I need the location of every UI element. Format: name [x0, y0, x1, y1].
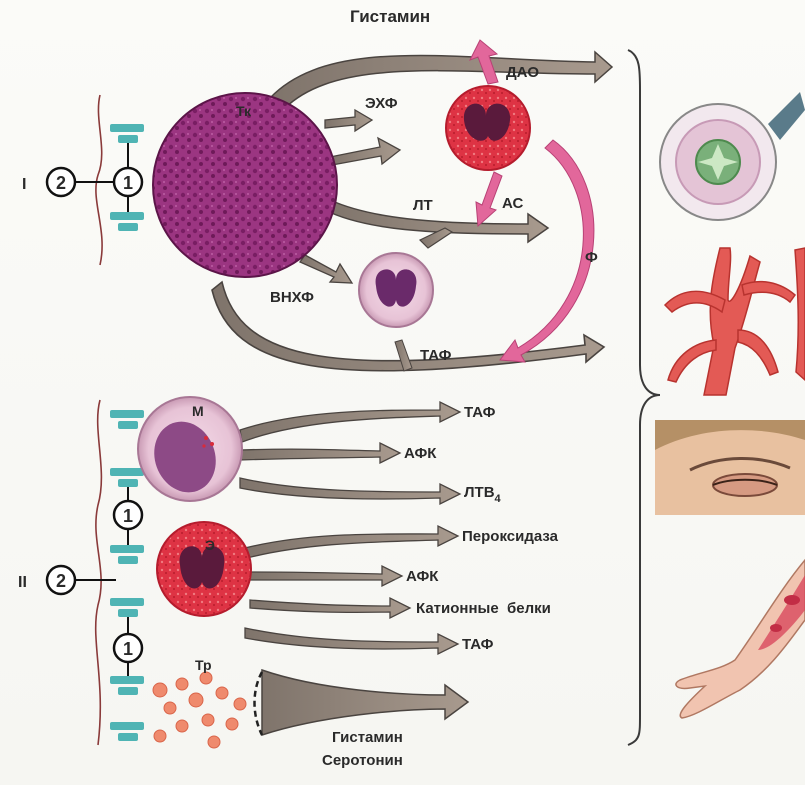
label-e-peroxidase: Пероксидаза [462, 528, 559, 545]
monocyte-m [138, 397, 242, 501]
label-m-taf: ТАФ [464, 404, 496, 421]
group-label-1: I [22, 176, 26, 193]
eosinophil-vnhf [359, 253, 433, 327]
label-e-afk: АФК [406, 568, 439, 585]
neutrophil-top [446, 86, 530, 170]
mast-cell-tk [153, 93, 337, 277]
label-vnhf: ВНХФ [270, 289, 314, 306]
label-lt: ЛТ [413, 197, 433, 214]
label-dao: ДАО [506, 64, 539, 81]
mid-arrow [330, 138, 400, 165]
circle-1-lower: 1 [114, 634, 142, 662]
label-tr: Тр [195, 657, 212, 673]
label-histamine-top: Гистамин [350, 7, 430, 26]
label-serotonin: Серотонин [322, 752, 403, 769]
face-eye-illustration [655, 420, 805, 515]
platelets-tr [153, 672, 246, 748]
circle-2-bottom: 2 [47, 566, 100, 594]
histamine-arrow [270, 52, 612, 108]
label-histamine-bottom: Гистамин [332, 729, 403, 746]
svg-text:2: 2 [56, 173, 66, 193]
as-pink-arrow [476, 172, 502, 226]
svg-text:1: 1 [123, 639, 133, 659]
label-e: Э [205, 537, 215, 553]
svg-text:1: 1 [123, 506, 133, 526]
label-m-afk: АФК [404, 445, 437, 462]
e-arrows [245, 526, 458, 654]
label-e-taf: ТАФ [462, 636, 494, 653]
vnhf-arrow [300, 255, 352, 283]
label-ehf: ЭХФ [365, 95, 398, 112]
arm-rash-illustration [676, 560, 805, 718]
svg-text:1: 1 [123, 173, 133, 193]
label-m-ltb: ЛТВ4 [464, 484, 502, 505]
receptor-strip-bottom [96, 400, 144, 745]
label-f: Ф [585, 249, 598, 266]
bronchus-illustration [660, 92, 805, 220]
tr-arrow [255, 670, 469, 735]
label-e-cationic-proteins: Катионные белки [416, 600, 551, 617]
right-brace [628, 50, 660, 745]
group-label-2: II [18, 574, 27, 591]
circle-1-top: 1 [114, 168, 142, 196]
label-m: М [192, 403, 204, 419]
label-as: АС [502, 195, 523, 212]
label-taf-top: ТАФ [420, 347, 452, 364]
f-pink-arrow [500, 140, 594, 362]
ehf-arrow [325, 110, 372, 131]
blood-vessel-illustration [665, 248, 805, 395]
circle-2-top: 2 [47, 168, 100, 196]
eosinophil-e [157, 522, 251, 616]
svg-text:2: 2 [56, 571, 66, 591]
circle-1-mid: 1 [114, 501, 142, 529]
label-tk: Тк [236, 103, 252, 119]
